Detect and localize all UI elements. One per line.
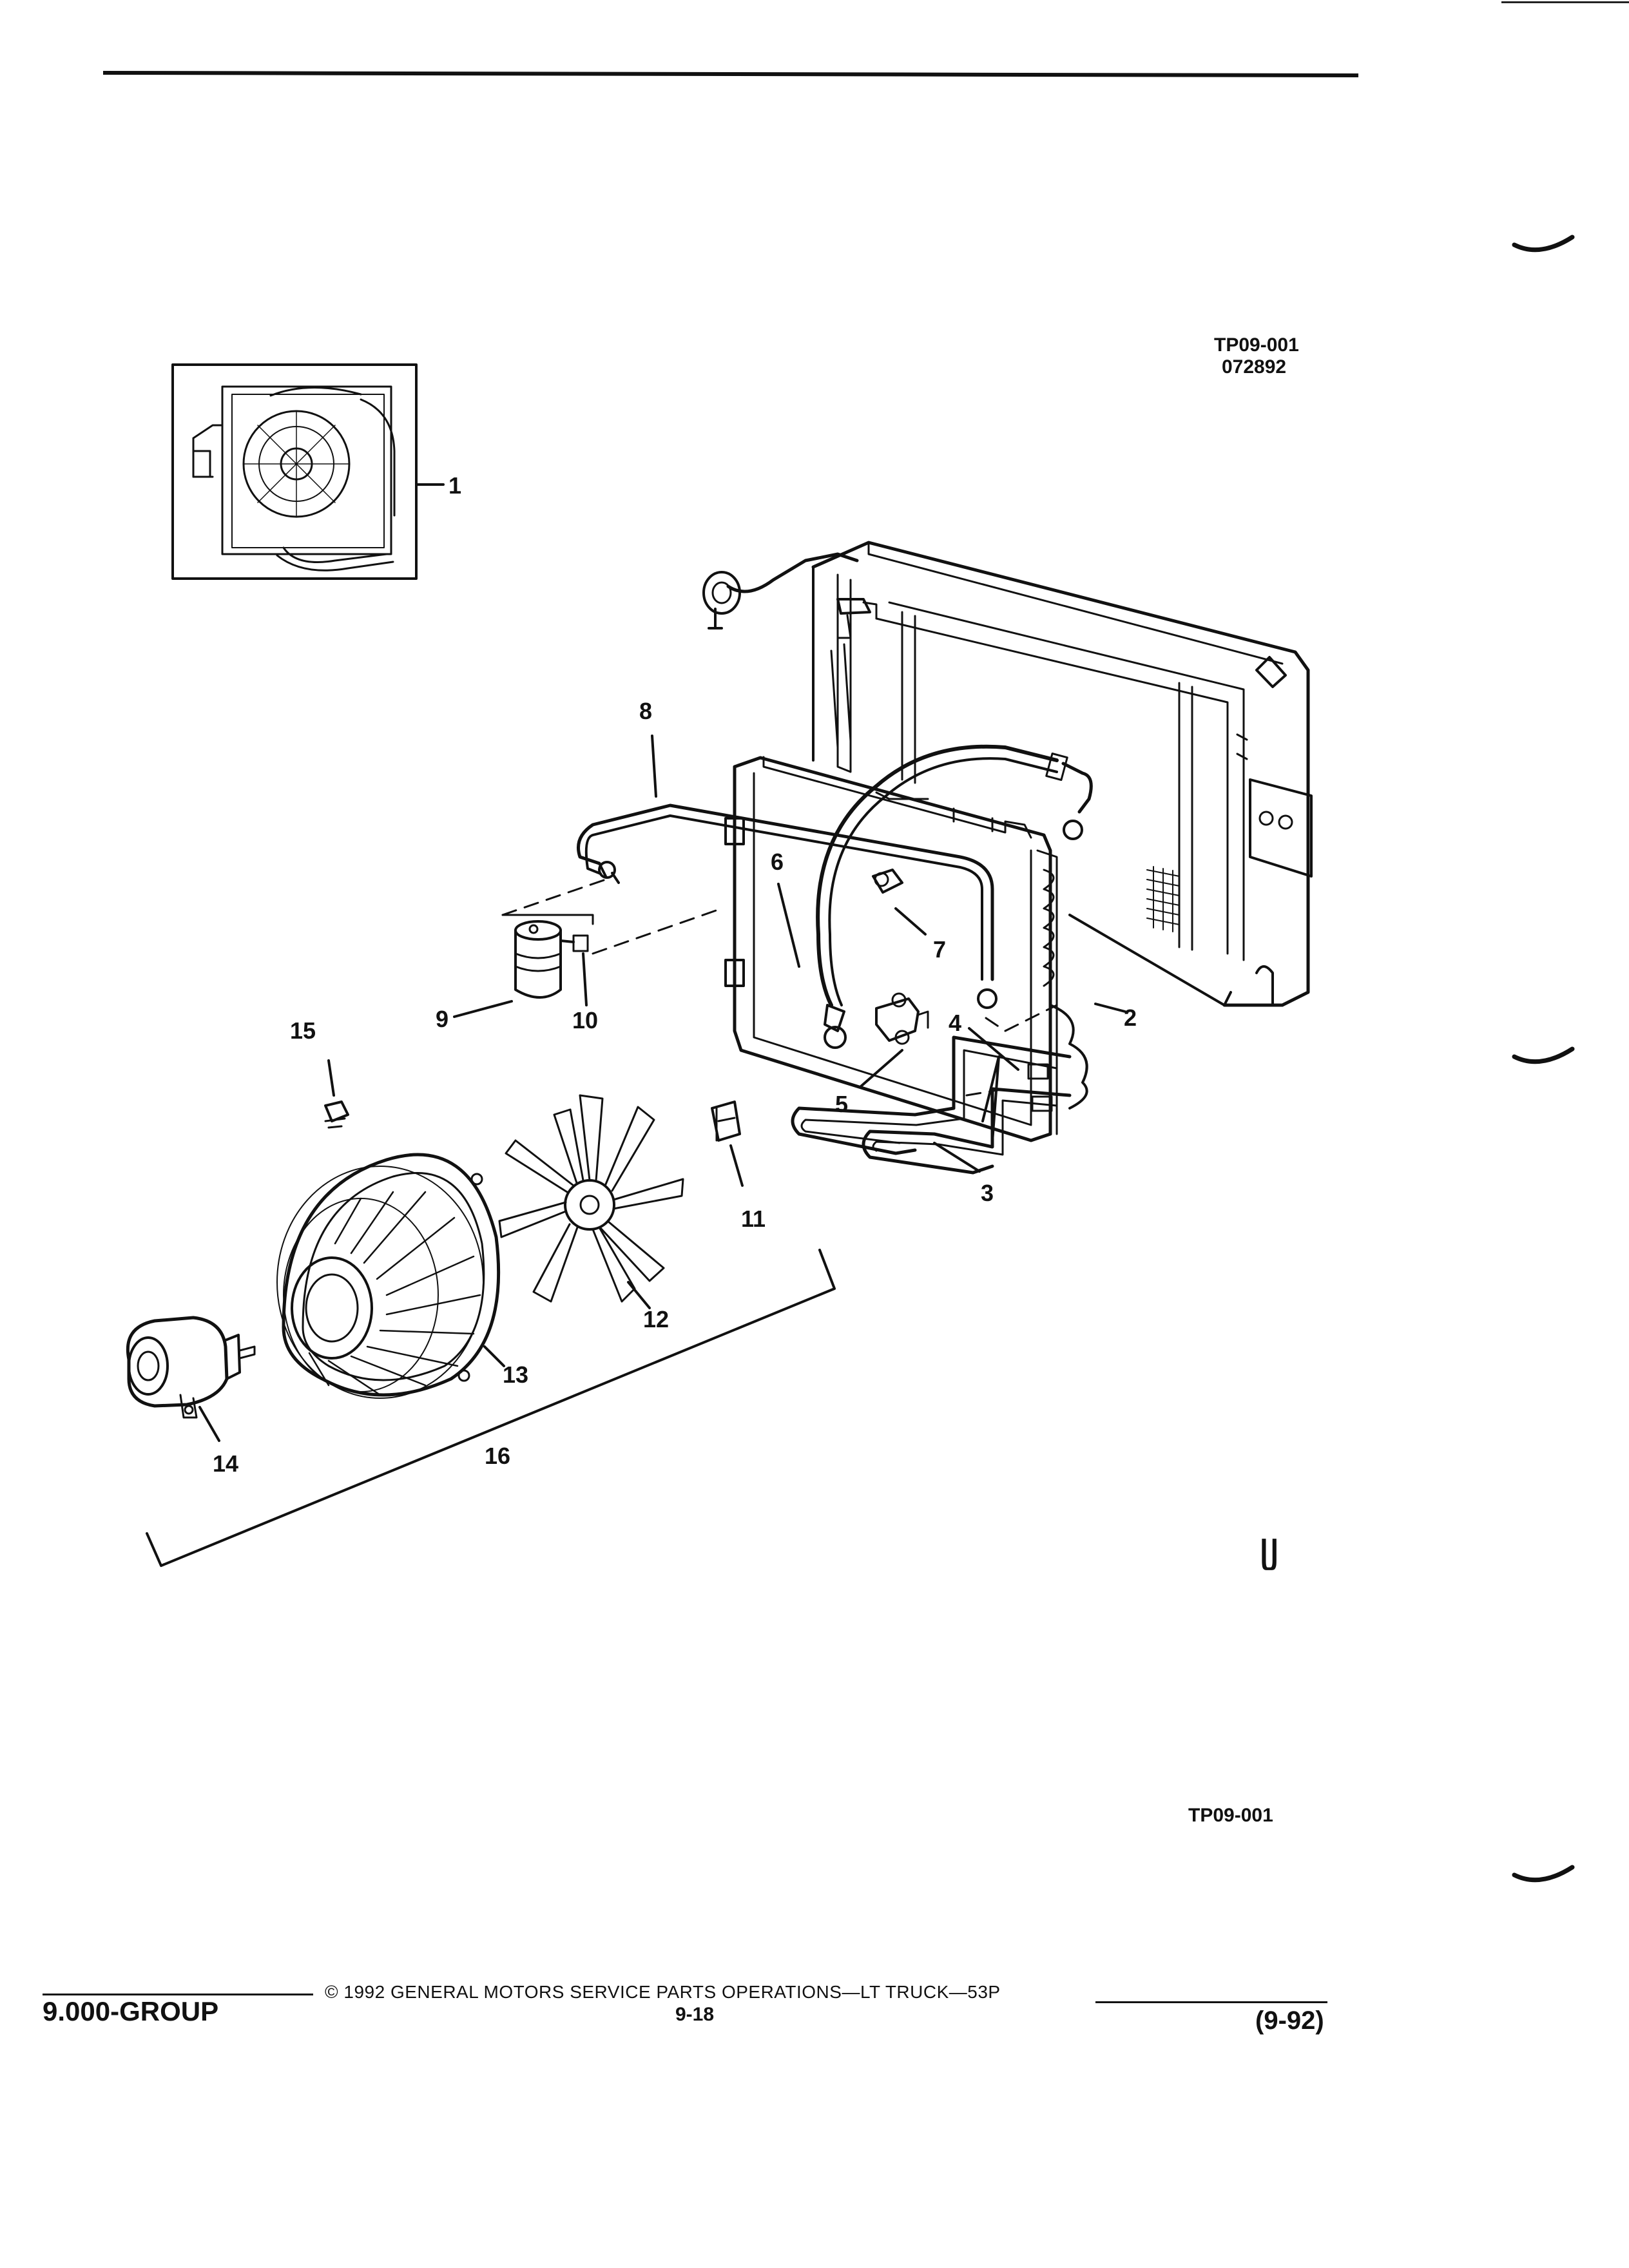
- footer-copyright: © 1992 GENERAL MOTORS SERVICE PARTS OPER…: [325, 1982, 1001, 2002]
- kit-bracket-16: [146, 1249, 836, 1567]
- callout-1: 1: [448, 472, 461, 499]
- callout-2: 2: [1124, 1004, 1137, 1031]
- callout-7: 7: [933, 936, 946, 963]
- footer-group: 9.000-GROUP: [43, 1996, 219, 2026]
- fitting: [875, 992, 929, 1045]
- inset-assembly-view: [171, 363, 418, 580]
- hose-assembly: [816, 744, 1093, 1049]
- footer-page-number: 9-18: [675, 2004, 715, 2025]
- callout-numbers: 1 2 3 4 5 6 7 8 9 10 11 12 13 14 15 16: [213, 472, 1137, 1477]
- corner-mark: ᥩ: [1260, 1526, 1278, 1567]
- callout-6: 6: [771, 849, 784, 875]
- radiator: [702, 541, 1313, 1007]
- callout-9: 9: [436, 1006, 448, 1032]
- condenser-pipes: [791, 1035, 1072, 1175]
- condenser: [724, 756, 1088, 1142]
- callout-8: 8: [639, 698, 652, 724]
- callout-15: 15: [290, 1017, 316, 1044]
- callout-4: 4: [949, 1010, 961, 1036]
- footer-rule-right: [1095, 2001, 1327, 2003]
- fan-shroud: [276, 1153, 501, 1399]
- callout-3: 3: [981, 1180, 994, 1206]
- fan-motor: [126, 1316, 256, 1419]
- callout-16: 16: [485, 1443, 510, 1469]
- callout-10: 10: [572, 1007, 598, 1033]
- callout-11: 11: [741, 1206, 766, 1232]
- date-code: 072892: [1222, 356, 1287, 378]
- margin-marks: [1512, 235, 1575, 1883]
- footer-rule-left: [43, 1994, 313, 1995]
- corner-rule: [1501, 1, 1629, 3]
- figure-footer-code: TP09-001: [1188, 1805, 1273, 1826]
- callout-14: 14: [213, 1450, 238, 1477]
- bolt: [324, 1100, 349, 1129]
- callout-5: 5: [835, 1091, 848, 1117]
- callout-13: 13: [503, 1361, 528, 1388]
- callout-leaders: [198, 735, 1126, 1442]
- fan-blade: [498, 1094, 684, 1303]
- callout-12: 12: [643, 1306, 669, 1332]
- sensor: [872, 869, 903, 894]
- footer-revision: (9-92): [1255, 2006, 1324, 2035]
- clip: [711, 1100, 741, 1142]
- dehydrator: [501, 914, 594, 999]
- condenser-to-dehydrator-line: [577, 803, 998, 1009]
- figure-code: TP09-001: [1214, 334, 1299, 356]
- assembly-dash-lines: [501, 878, 1058, 1097]
